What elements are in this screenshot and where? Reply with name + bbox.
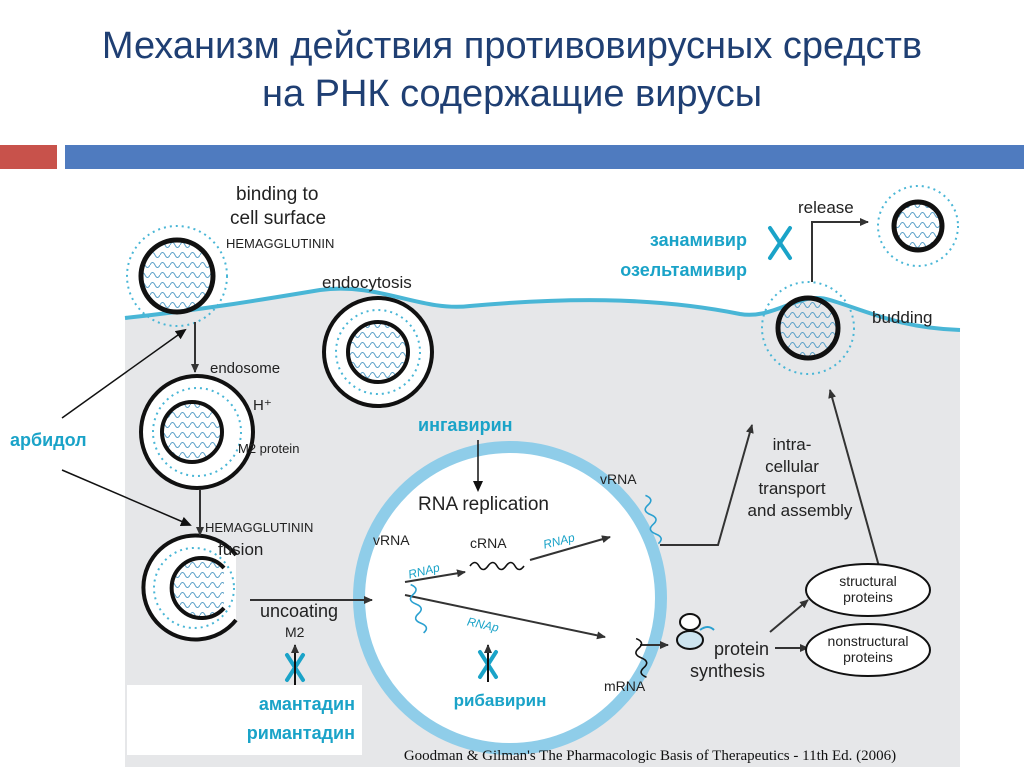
ribavirin-panel: [430, 683, 570, 717]
label-binding-1: binding to: [236, 184, 318, 205]
ribosome-icon: [676, 613, 715, 650]
arrow-arbidol-to-membrane: [61, 328, 187, 419]
virion-endocytosis: [322, 296, 434, 408]
nucleus: [353, 441, 667, 755]
virion-released: [877, 185, 959, 267]
title-line-2: на РНК содержащие вирусы: [261, 73, 763, 115]
label-rna-replication: RNA replication: [418, 494, 549, 515]
drug-oseltamivir: озельтамивир: [620, 260, 747, 280]
inhibition-release-icon: [768, 226, 792, 260]
virion-endosome: [139, 374, 255, 490]
label-m2-protein: M2 protein: [238, 441, 299, 456]
citation: Goodman & Gilman's The Pharmacologic Bas…: [404, 748, 896, 764]
label-transport-4: and assembly: [748, 501, 853, 520]
label-transport-3: transport: [758, 479, 825, 498]
label-vrna-in: vRNA: [373, 532, 410, 548]
drug-zanamivir: занамивир: [650, 230, 747, 250]
mrna-strand: [635, 637, 648, 678]
title-line-1: Механизм действия противовирусных средст…: [101, 25, 923, 67]
label-protein-synthesis-1: protein: [714, 639, 769, 659]
cell-membrane: [124, 286, 961, 332]
label-endocytosis: endocytosis: [322, 273, 412, 292]
structural-proteins-ellipse: [805, 563, 931, 617]
label-vrna-out: vRNA: [600, 471, 637, 487]
arrow-protein-to-structural: [769, 599, 809, 633]
nonstructural-proteins-ellipse: [805, 623, 931, 677]
arrow-arbidol-to-fusion: [61, 469, 192, 527]
label-crna: cRNA: [470, 535, 507, 551]
label-structural-1: structural: [839, 573, 897, 589]
label-hemagglutinin: HEMAGGLUTININ: [226, 236, 334, 251]
label-h-plus: H⁺: [253, 397, 272, 414]
label-m2: M2: [285, 624, 305, 640]
arrow-budding-to-release: [811, 218, 869, 282]
drug-amantadine: амантадин: [259, 694, 355, 714]
accent-bar-blue: [65, 145, 1024, 169]
label-structural-2: proteins: [843, 589, 893, 605]
label-binding-2: cell surface: [230, 208, 326, 229]
label-nonstructural-2: proteins: [843, 649, 893, 665]
label-transport-2: cellular: [765, 457, 819, 476]
label-hemagglutinin-fusion-2: fusion: [218, 540, 263, 559]
arrow-structural-to-assembly: [828, 389, 881, 571]
arrow-vrna-to-mrna: [404, 594, 606, 640]
vrna-strand-in: [409, 583, 428, 634]
label-hemagglutinin-fusion-1: HEMAGGLUTININ: [205, 520, 313, 535]
virion-budding: [761, 281, 855, 375]
arrow-vrna-to-crna: [404, 569, 466, 583]
arrow-crna-to-vrna: [529, 535, 611, 561]
label-release: release: [798, 198, 854, 217]
arrow-vrna-to-assembly: [660, 424, 754, 546]
label-budding: budding: [872, 308, 933, 327]
label-uncoating: uncoating: [260, 601, 338, 621]
slide-title: Механизм действия противовирусных средст…: [0, 22, 1024, 118]
virion-binding: [126, 225, 228, 327]
amantadine-panel: [127, 685, 362, 755]
vrna-strand-out: [644, 494, 662, 545]
drug-ribavirin: рибавирин: [454, 691, 547, 710]
drug-rimantadine: римантадин: [247, 723, 355, 743]
label-protein-synthesis-2: synthesis: [690, 661, 765, 681]
drug-ingavirin: ингавирин: [418, 415, 513, 435]
accent-bar-red: [0, 145, 57, 169]
label-endosome: endosome: [210, 360, 280, 377]
label-mrna: mRNA: [604, 678, 646, 694]
label-nonstructural-1: nonstructural: [828, 633, 909, 649]
crna-strand: [469, 561, 525, 571]
virion-fusion: [141, 533, 238, 642]
label-transport-1: intra-: [773, 435, 812, 454]
drug-arbidol: арбидол: [10, 430, 87, 450]
label-rnap-3: RNAp: [466, 614, 501, 634]
